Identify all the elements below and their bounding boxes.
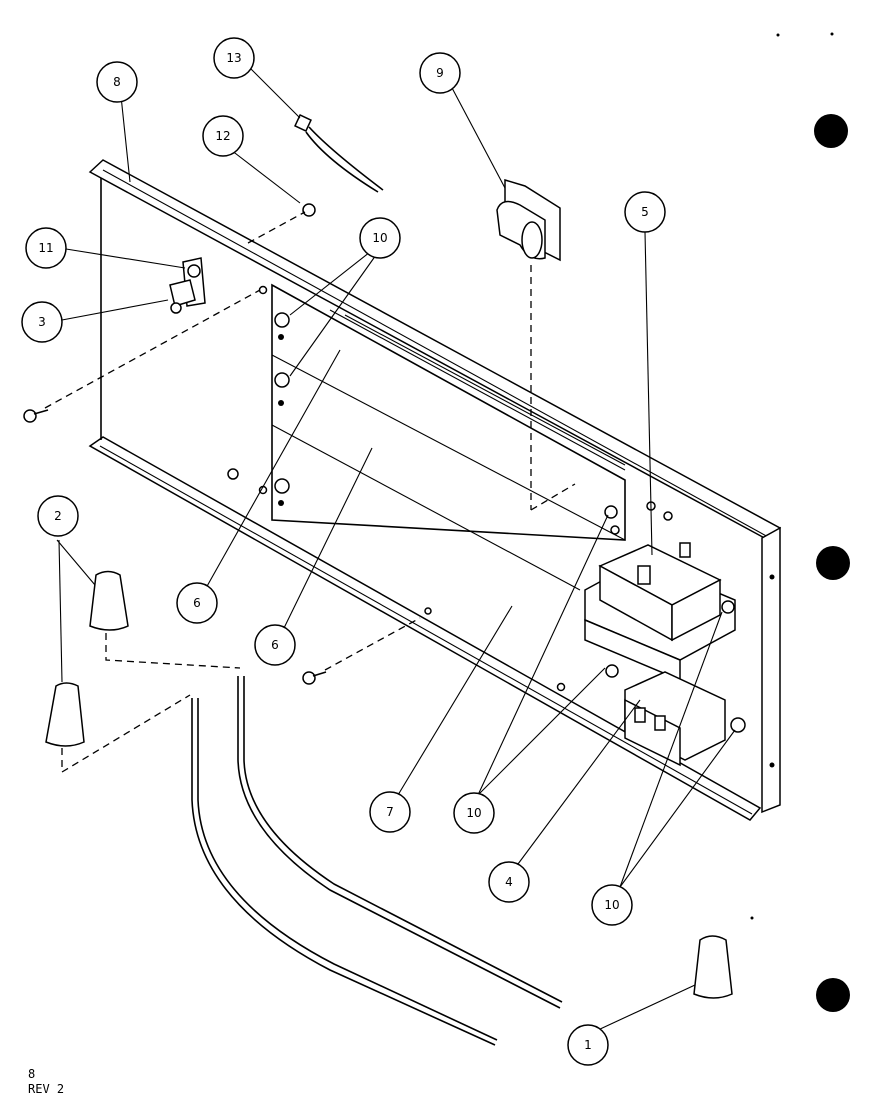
callout-7: 7 — [369, 791, 411, 833]
screw-bottom — [302, 671, 327, 685]
relay — [624, 671, 746, 767]
callout-2: 2 — [37, 495, 79, 537]
ground-lug — [169, 257, 206, 314]
callout-4: 4 — [488, 861, 530, 903]
callout-13: 13 — [213, 37, 255, 79]
callout-11-label: 11 — [38, 241, 53, 255]
callout-6-left: 6 — [176, 582, 218, 624]
callout-9: 9 — [419, 52, 461, 94]
callout-1: 1 — [567, 1024, 609, 1066]
footer: 8 REV 2 — [28, 1067, 64, 1096]
revision-label: REV 2 — [28, 1082, 64, 1096]
callouts: 13 9 8 12 10 11 3 5 — [21, 37, 666, 1066]
panel-screws — [227, 285, 673, 692]
sheet-number: 8 — [28, 1067, 35, 1081]
callout-12-label: 12 — [215, 129, 230, 143]
callout-6-right: 6 — [254, 624, 296, 666]
callout-3-label: 3 — [38, 315, 46, 329]
control-panel — [88, 159, 782, 821]
binder-holes — [814, 114, 850, 1012]
callout-5-label: 5 — [641, 205, 649, 219]
callout-10-top: 10 — [359, 217, 401, 259]
callout-8: 8 — [96, 61, 138, 103]
cable-tie — [294, 114, 384, 193]
binder-hole-middle — [816, 546, 850, 580]
callout-9-label: 9 — [436, 66, 444, 80]
callout-10-bottom: 10 — [591, 884, 633, 926]
callout-2-label: 2 — [54, 509, 62, 523]
callout-10-middle-label: 10 — [466, 806, 481, 820]
callout-12: 12 — [202, 115, 244, 157]
callout-4-label: 4 — [505, 875, 513, 889]
wires — [191, 676, 563, 1046]
callout-6-left-label: 6 — [193, 596, 201, 610]
wire-nuts — [45, 570, 733, 999]
callout-8-label: 8 — [113, 75, 121, 89]
screw-left — [23, 409, 49, 423]
callout-10-top-label: 10 — [372, 231, 387, 245]
callout-6-right-label: 6 — [271, 638, 279, 652]
callout-10-middle: 10 — [453, 792, 495, 834]
callout-11: 11 — [25, 227, 67, 269]
binder-hole-top — [814, 114, 848, 148]
transformer — [584, 542, 736, 682]
callout-5: 5 — [624, 191, 666, 233]
binder-hole-bottom — [816, 978, 850, 1012]
callout-7-label: 7 — [386, 805, 394, 819]
wire-clip — [496, 178, 561, 262]
callout-13-label: 13 — [226, 51, 241, 65]
callout-10-bottom-label: 10 — [604, 898, 619, 912]
leader-lines — [56, 67, 736, 1031]
callout-1-label: 1 — [584, 1038, 592, 1052]
nut — [302, 203, 316, 217]
assembly-lines — [44, 211, 576, 774]
callout-3: 3 — [21, 301, 63, 343]
